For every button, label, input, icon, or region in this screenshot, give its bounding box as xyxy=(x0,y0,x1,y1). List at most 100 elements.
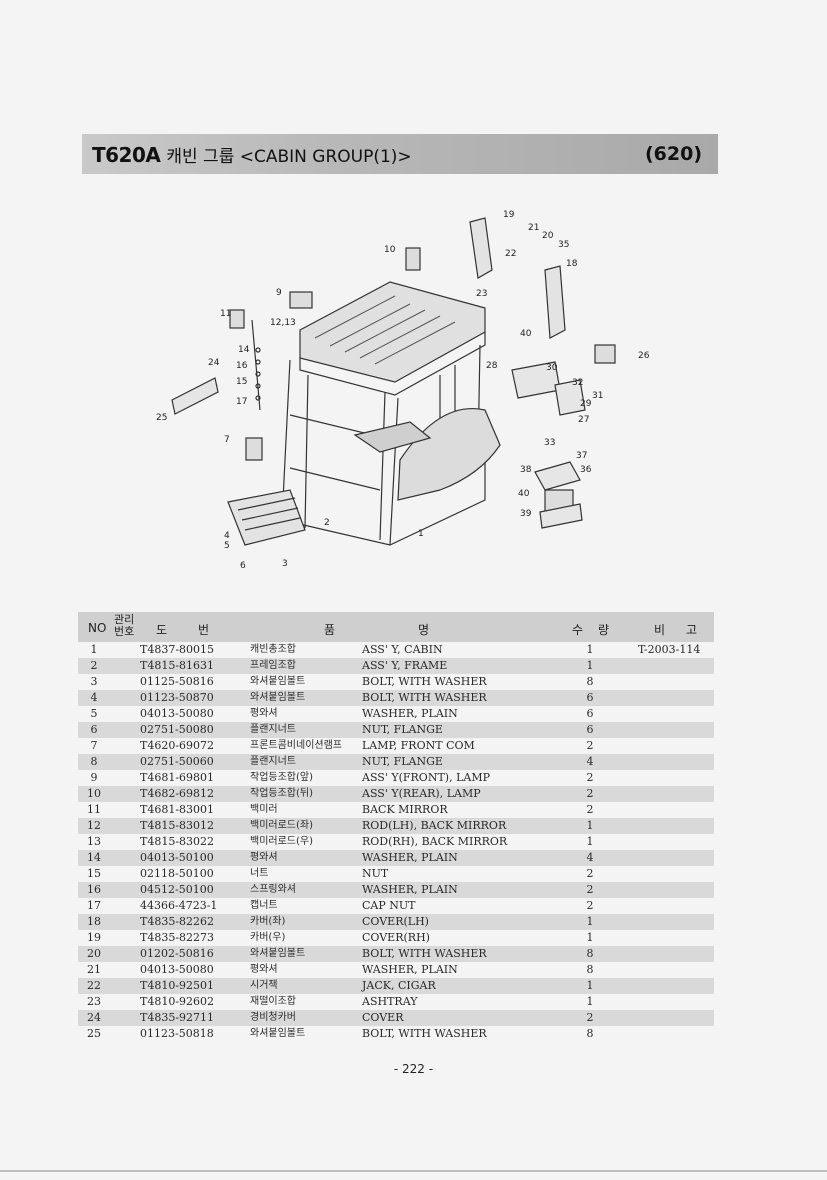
callout-34: 35 xyxy=(558,240,569,250)
callout-12-13: 12,13 xyxy=(270,318,296,328)
row-name-en: ASHTRAY xyxy=(362,995,418,1008)
row-qty: 6 xyxy=(586,723,594,736)
callout-17: 17 xyxy=(236,397,247,407)
row-part-number: 04013-50080 xyxy=(140,707,214,720)
callout-31: 31 xyxy=(592,391,603,401)
col-name-1: 품 xyxy=(324,623,336,637)
row-name-en: WASHER, PLAIN xyxy=(362,963,458,976)
row-name-kr: 작업등조합(앞) xyxy=(250,772,314,783)
row-part-number: T4815-81631 xyxy=(140,659,215,672)
row-name-en: WASHER, PLAIN xyxy=(362,883,458,896)
callout-3: 3 xyxy=(282,559,288,569)
row-name-kr: 평와셔 xyxy=(250,964,278,975)
row-name-kr: 플랜지너트 xyxy=(250,724,296,735)
row-part-number: 02751-50080 xyxy=(140,723,214,736)
section-code: (620) xyxy=(644,143,702,165)
callout-16: 16 xyxy=(236,361,248,371)
row-name-kr: 평와셔 xyxy=(250,852,278,863)
callout-18: 18 xyxy=(566,259,578,269)
row-no: 7 xyxy=(90,739,98,752)
row-no: 20 xyxy=(87,947,101,960)
row-no: 9 xyxy=(90,771,98,784)
row-name-en: COVER xyxy=(362,1011,404,1024)
row-name-en: BOLT, WITH WASHER xyxy=(362,691,487,704)
row-part-number: T4835-82273 xyxy=(140,931,215,944)
row-name-kr: 캐빈총조합 xyxy=(250,644,296,655)
row-part-number: 44366-4723-1 xyxy=(140,899,218,912)
row-qty: 8 xyxy=(586,947,594,960)
col-no: NO xyxy=(88,621,107,635)
col-mgmt-2: 번호 xyxy=(114,625,135,638)
row-name-en: BOLT, WITH WASHER xyxy=(362,947,487,960)
row-name-kr: 프론트콤비네이션램프 xyxy=(250,740,342,751)
row-name-kr: 와셔붙임볼트 xyxy=(250,1028,306,1039)
callout-1: 1 xyxy=(418,529,424,539)
row-qty: 1 xyxy=(586,643,594,656)
row-part-number: T4837-80015 xyxy=(140,643,215,656)
row-name-en: NUT, FLANGE xyxy=(362,723,443,736)
row-name-kr: 와셔붙임볼트 xyxy=(250,948,306,959)
col-remark-1: 비 xyxy=(654,623,666,637)
row-no: 2 xyxy=(90,659,98,672)
page-number: - 222 - xyxy=(393,1062,434,1076)
row-part-number: 04512-50100 xyxy=(140,883,214,896)
row-part-number: 01202-50816 xyxy=(140,947,214,960)
callout-36: 37 xyxy=(576,451,587,461)
callout-25: 25 xyxy=(156,413,167,423)
row-part-number: T4815-83012 xyxy=(140,819,215,832)
callout-4: 4 xyxy=(224,531,230,541)
callout-32: 32 xyxy=(572,378,583,388)
row-qty: 1 xyxy=(586,979,594,992)
row-name-en: ROD(RH), BACK MIRROR xyxy=(362,835,508,848)
model-code: T620A xyxy=(92,142,161,167)
col-name-2: 명 xyxy=(418,623,430,637)
callout-35: 36 xyxy=(580,465,592,475)
row-qty: 1 xyxy=(586,915,594,928)
row-no: 15 xyxy=(87,867,101,880)
row-no: 3 xyxy=(90,675,98,688)
callout-30: 30 xyxy=(546,363,558,373)
callout-39: 40 xyxy=(518,489,530,499)
row-part-number: T4620-69072 xyxy=(140,739,215,752)
section-title-bar: T620A 캐빈 그룹 <CABIN GROUP(1)> (620) xyxy=(82,134,718,174)
row-part-number: T4810-92501 xyxy=(140,979,215,992)
row-name-kr: 백미러로드(우) xyxy=(250,836,314,847)
row-no: 17 xyxy=(87,899,101,912)
cabin-illustration: 19 21 20 35 22 18 10 23 9 11 12,13 40 14… xyxy=(156,210,650,571)
row-name-kr: 캡너트 xyxy=(250,900,278,911)
row-qty: 1 xyxy=(586,995,594,1008)
callout-29: 29 xyxy=(580,399,592,409)
row-part-number: 02751-50060 xyxy=(140,755,214,768)
row-no: 14 xyxy=(87,851,101,864)
row-name-kr: 플랜지너트 xyxy=(250,756,296,767)
row-name-kr: 카버(좌) xyxy=(250,916,286,927)
col-mgmt-1: 관리 xyxy=(114,613,135,626)
row-no: 18 xyxy=(87,915,101,928)
callout-37: 38 xyxy=(520,465,532,475)
row-qty: 2 xyxy=(586,771,594,784)
row-part-number: 04013-50080 xyxy=(140,963,214,976)
row-qty: 8 xyxy=(586,1027,594,1040)
row-qty: 4 xyxy=(586,851,594,864)
row-qty: 1 xyxy=(586,659,594,672)
row-part-number: T4681-69801 xyxy=(140,771,215,784)
col-drawing-2: 번 xyxy=(198,623,210,637)
callout-33: 33 xyxy=(544,438,555,448)
callout-21: 21 xyxy=(528,223,539,233)
callout-2: 2 xyxy=(324,518,330,528)
row-name-en: JACK, CIGAR xyxy=(362,979,436,992)
callout-22: 22 xyxy=(505,249,516,259)
callout-19: 19 xyxy=(503,210,515,220)
callout-27: 27 xyxy=(578,415,589,425)
